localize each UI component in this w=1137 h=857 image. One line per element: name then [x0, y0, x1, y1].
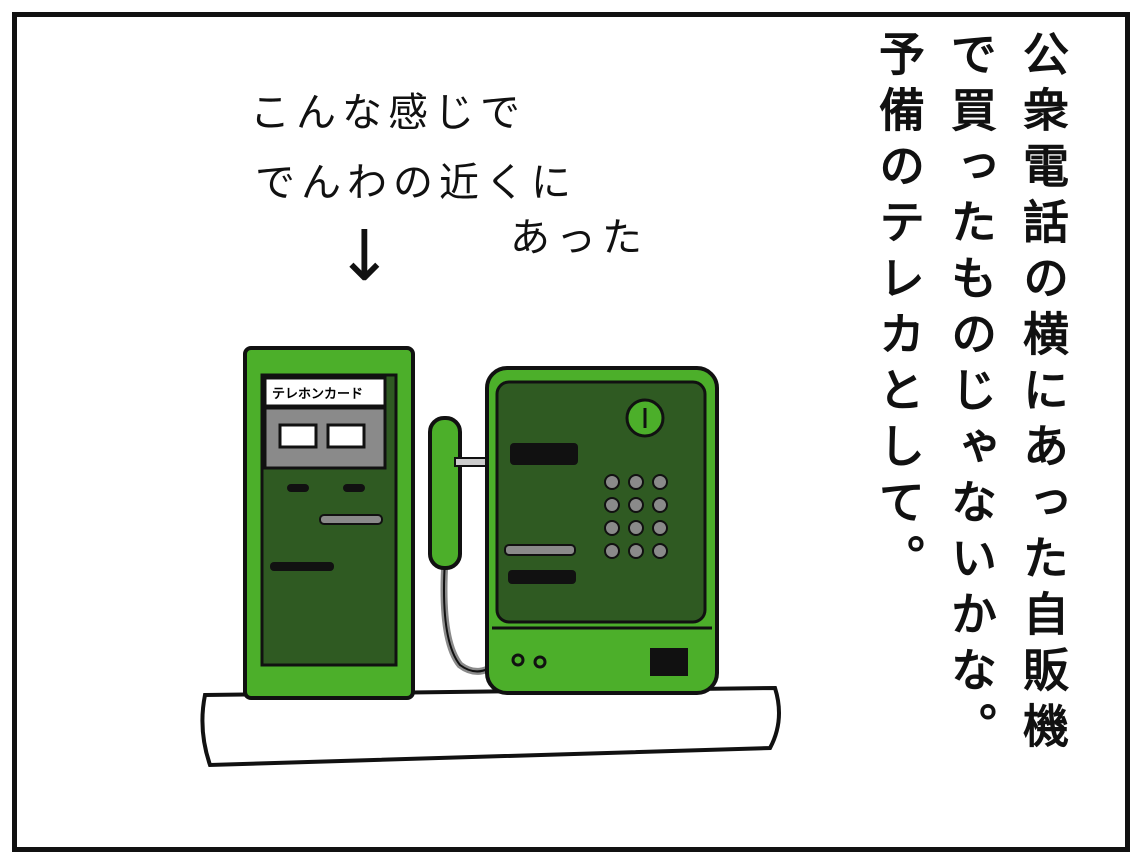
arrow-down-icon: ↓ [335, 215, 400, 297]
public-phone [428, 366, 719, 695]
platform [200, 685, 781, 768]
narration-line-2: で買ったものじゃないかな。 [944, 30, 998, 758]
card-vending-machine: テレホンカード [243, 346, 415, 700]
narration-line-1: 公衆電話の横にあった自販機 [1016, 30, 1070, 758]
annotation-line-2: でんわの近くに [255, 160, 577, 206]
card-label: テレホンカード [272, 387, 363, 402]
annotation-line-1: こんな感じで [250, 90, 526, 136]
keypad [604, 474, 668, 559]
narration-line-3: 予備のテレカとして。 [872, 30, 926, 590]
annotation-line-3: あった [510, 215, 648, 261]
